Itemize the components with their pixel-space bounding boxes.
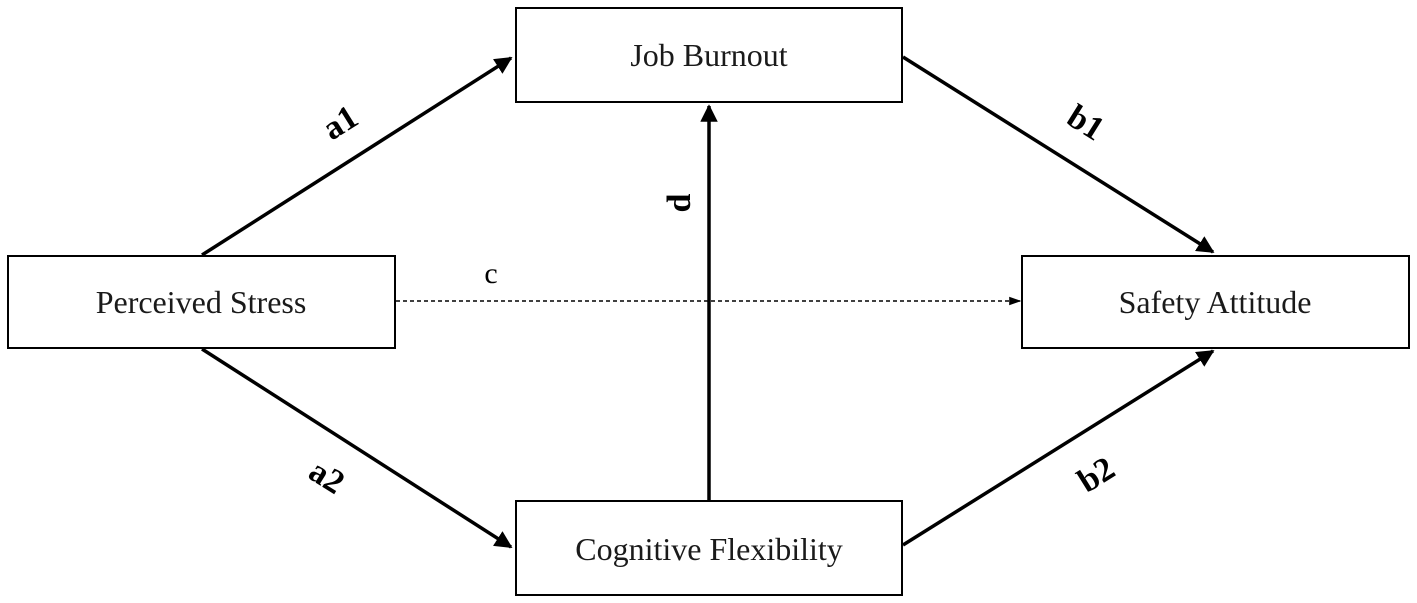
arrow-b2 [902, 349, 1215, 547]
node-perceived-stress: Perceived Stress [7, 255, 396, 349]
path-label-b2: b2 [1071, 450, 1121, 500]
arrow-a1 [201, 56, 513, 257]
node-job-burnout: Job Burnout [515, 7, 903, 103]
path-label-b1: b1 [1061, 98, 1111, 148]
node-cognitive-flexibility: Cognitive Flexibility [515, 500, 903, 596]
path-label-a2: a2 [302, 452, 350, 501]
arrow-b1 [902, 55, 1215, 254]
path-label-a1: a1 [316, 98, 364, 147]
node-cognitive-flexibility-label: Cognitive Flexibility [575, 531, 843, 567]
arrow-a2 [201, 347, 513, 549]
node-safety-attitude-label: Safety Attitude [1119, 284, 1312, 320]
path-label-c: c [484, 257, 497, 290]
node-perceived-stress-label: Perceived Stress [96, 284, 307, 320]
node-job-burnout-label: Job Burnout [630, 37, 787, 73]
path-label-d: d [661, 193, 698, 212]
node-safety-attitude: Safety Attitude [1021, 255, 1410, 349]
